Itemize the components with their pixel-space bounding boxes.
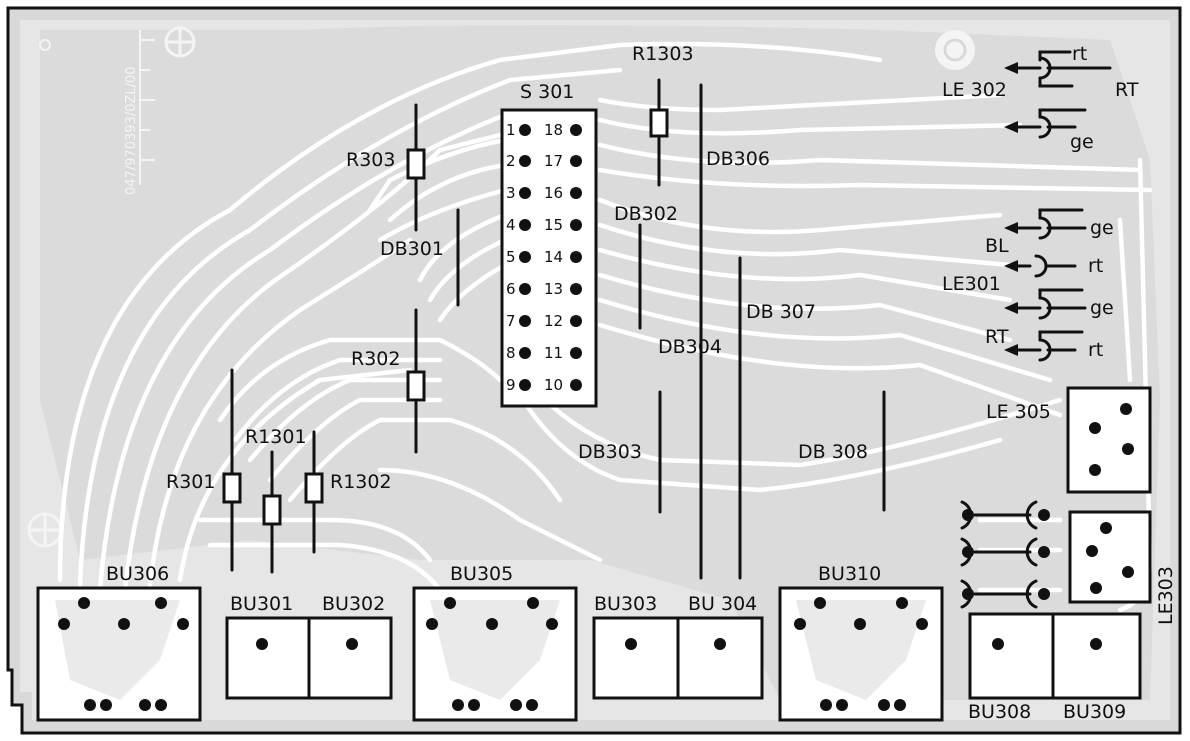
logo-mark-right (935, 30, 975, 70)
logo-mark-left (27, 512, 63, 548)
bu305-connector (412, 586, 578, 722)
pin-label: 10 (544, 376, 563, 394)
pin-label: 14 (544, 248, 563, 266)
resistor-r1301 (262, 450, 282, 574)
ruler-marks (139, 30, 155, 185)
s301-pins-left: 1 2 3 4 5 6 7 8 9 (506, 121, 531, 394)
pin-label: 15 (544, 216, 563, 234)
label-r303: R303 (346, 149, 395, 171)
pin-label: 9 (506, 376, 516, 394)
bu303-304-connector (592, 616, 764, 700)
pin-label: 11 (544, 344, 563, 362)
pin-label: 2 (506, 152, 516, 170)
label-wire-rt-1: rt (1072, 43, 1087, 65)
pin-label: 5 (506, 248, 516, 266)
led-pairs (960, 500, 1050, 609)
label-db301: DB301 (380, 238, 444, 260)
label-le303: LE303 (1155, 566, 1177, 625)
le305-block (1066, 386, 1152, 494)
label-bu308: BU308 (968, 701, 1031, 723)
bu301-302-connector (225, 616, 393, 700)
label-r301: R301 (166, 471, 215, 493)
label-rt-upper-1: RT (1115, 79, 1139, 101)
led-wires (1004, 50, 1112, 362)
le303-block (1068, 510, 1152, 604)
label-bu301: BU301 (230, 593, 293, 615)
pin-label: 6 (506, 280, 516, 298)
label-le301: LE301 (942, 273, 1001, 295)
label-r302: R302 (351, 348, 400, 370)
pin-label: 7 (506, 312, 516, 330)
label-wire-rt-2: rt (1088, 255, 1103, 277)
label-bu306: BU306 (106, 563, 169, 585)
label-wire-ge-1: ge (1070, 131, 1094, 153)
mount-hole (39, 39, 51, 51)
label-r1302: R1302 (330, 471, 392, 493)
label-bu304: BU 304 (688, 593, 757, 615)
pin-label: 1 (506, 121, 516, 139)
label-bu309: BU309 (1063, 701, 1126, 723)
label-bl: BL (985, 235, 1009, 257)
pin-label: 13 (544, 280, 563, 298)
label-bu303: BU303 (594, 593, 657, 615)
pin-label: 4 (506, 216, 516, 234)
pin-label: 8 (506, 344, 516, 362)
resistor-r1303 (649, 78, 669, 187)
logo-mark-top (164, 26, 196, 58)
label-r1301: R1301 (245, 426, 307, 448)
pin-label: 12 (544, 312, 563, 330)
bu310-connector (778, 586, 944, 722)
label-wire-rt-3: rt (1088, 339, 1103, 361)
label-db302: DB302 (614, 203, 678, 225)
label-db303: DB303 (578, 441, 642, 463)
resistor-r303 (406, 103, 426, 232)
pin-label: 17 (544, 152, 563, 170)
resistor-r301 (222, 368, 242, 572)
resistor-r302 (406, 308, 426, 454)
label-le305: LE 305 (986, 401, 1051, 423)
s301-pins-right: 18 17 16 15 14 13 12 11 10 (544, 121, 582, 394)
label-bu310: BU310 (818, 563, 881, 585)
label-wire-ge-2: ge (1090, 217, 1114, 239)
label-db307: DB 307 (746, 301, 816, 323)
label-rt-upper-2: RT (985, 326, 1009, 348)
bu306-connector (36, 586, 202, 722)
label-r1303: R1303 (632, 43, 694, 65)
label-s301: S 301 (520, 81, 574, 103)
label-db306: DB306 (706, 148, 770, 170)
label-bu305: BU305 (450, 563, 513, 585)
board-darker-region (40, 25, 1160, 700)
pin-label: 16 (544, 184, 563, 202)
bu308-309-connector (968, 612, 1142, 700)
label-le302: LE 302 (942, 79, 1007, 101)
label-db308: DB 308 (798, 441, 868, 463)
label-db304: DB304 (658, 336, 722, 358)
label-wire-ge-3: ge (1090, 297, 1114, 319)
resistor-r1302 (304, 430, 324, 554)
label-bu302: BU302 (322, 593, 385, 615)
pin-label: 18 (544, 121, 563, 139)
print-code: 047/970393/0ZL/00 (124, 66, 139, 195)
pin-label: 3 (506, 184, 516, 202)
